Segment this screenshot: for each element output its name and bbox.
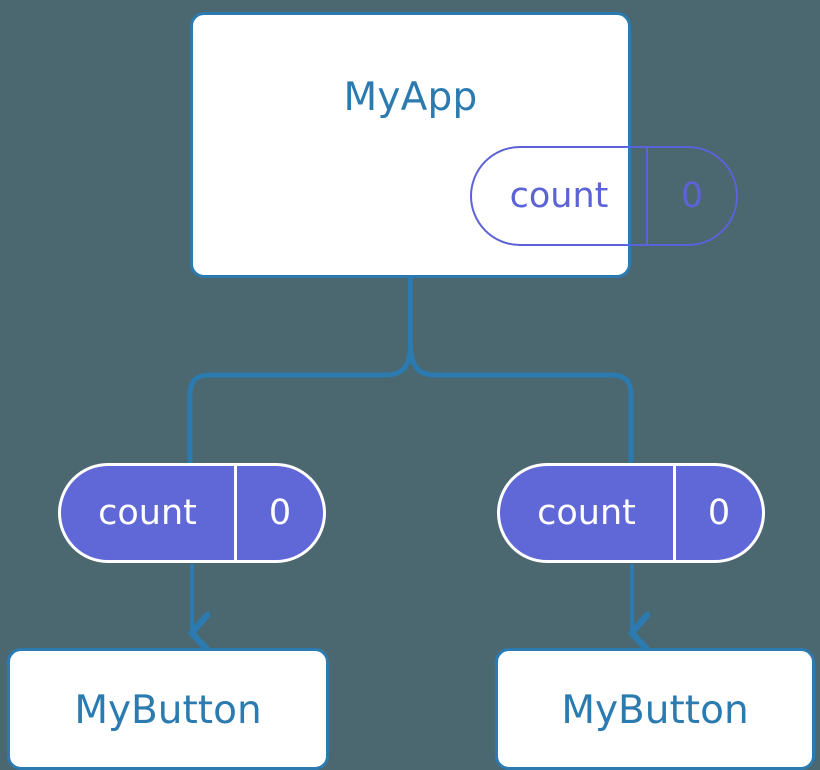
state-pill-key: count xyxy=(61,466,237,560)
state-pill-value: 0 xyxy=(707,492,731,533)
connector-split-to-left-pill xyxy=(187,342,413,465)
component-title-mybutton: MyButton xyxy=(74,688,262,733)
state-pill-value: 0 xyxy=(680,175,704,216)
state-pill-value: 0 xyxy=(268,492,292,533)
component-title-mybutton: MyButton xyxy=(561,688,749,733)
component-box-myapp[interactable]: MyApp count 0 xyxy=(190,12,738,278)
component-box-mybutton-left[interactable]: MyButton xyxy=(7,648,329,770)
component-title-myapp: MyApp xyxy=(343,75,478,120)
state-pill-key: count xyxy=(472,148,648,244)
state-pill-myapp[interactable]: count 0 xyxy=(470,146,738,246)
state-pill-key: count xyxy=(500,466,676,560)
connector-split-to-right-pill xyxy=(408,342,634,465)
state-pill-child-right[interactable]: count 0 xyxy=(497,463,765,563)
state-pill-child-left[interactable]: count 0 xyxy=(58,463,326,563)
component-box-mybutton-right[interactable]: MyButton xyxy=(495,648,815,770)
